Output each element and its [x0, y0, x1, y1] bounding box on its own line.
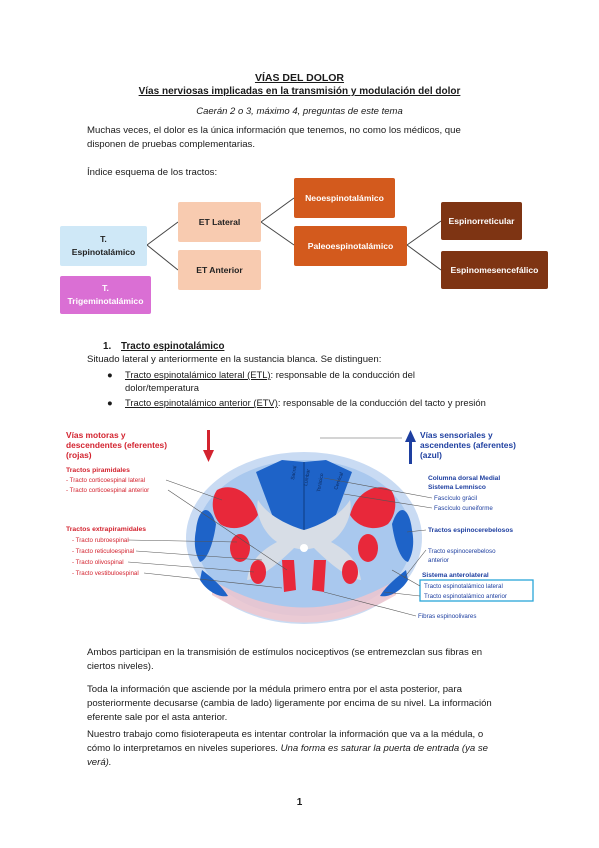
inner-label-cervical: Cervical	[333, 472, 345, 491]
connector-root-anterior	[146, 244, 179, 271]
box-et-lateral: ET Lateral	[178, 202, 261, 242]
pyramidal-item-1: - Tracto corticoespinal lateral	[66, 477, 145, 484]
closing-p3-line1: Nuestro trabajo como fisioterapeuta es i…	[87, 729, 484, 740]
closing-p2-line3: eferente sale por el asta anterior.	[87, 712, 228, 723]
closing-p3-line2-a: cómo lo interpretamos en niveles superio…	[87, 743, 281, 754]
section-number: 1.	[103, 341, 112, 352]
olivary-fibers: Fibras espinoolivares	[418, 613, 476, 620]
left-leader-lines	[127, 479, 288, 589]
extrapyramidal-item-3: - Tracto olivospinal	[72, 559, 124, 566]
connector-lateral-paleo	[260, 221, 295, 246]
left-header-line3: (rojas)	[66, 450, 92, 460]
closing-p3-line3: verá).	[87, 757, 112, 768]
bullet-etv-rest: : responsable de la conducción del tacto…	[277, 397, 486, 408]
exam-note: Caerán 2 o 3, máximo 4, preguntas de est…	[196, 106, 403, 117]
closing-p1-line1: Ambos participan en la transmisión de es…	[87, 647, 483, 658]
pyramidal-item-2: - Tracto corticoespinal anterior	[66, 487, 149, 494]
spinocerebellar-item-line2: anterior	[428, 557, 449, 564]
pyramidal-title: Tractos piramidales	[66, 467, 130, 474]
intro-line-1: Muchas veces, el dolor es la única infor…	[87, 125, 461, 136]
inner-label-sacral: Sacral	[290, 465, 298, 480]
left-header-line1: Vías motoras y	[66, 430, 126, 440]
spinocerebellar-title: Tractos espinocerebelosos	[428, 527, 513, 534]
right-header-line1: Vías sensoriales y	[420, 430, 493, 440]
anterolateral-highlight-box	[419, 579, 534, 602]
bullet-dot-icon: ●	[107, 397, 113, 408]
dorsal-item-1: Fascículo grácil	[434, 495, 477, 502]
anterolateral-item-2: Tracto espinotalámico anterior	[424, 593, 507, 600]
scheme-connectors	[146, 197, 442, 271]
right-header-line2: ascendentes (aferentes)	[420, 440, 516, 450]
bullet-etl-rest-2: dolor/temperatura	[125, 382, 199, 393]
left-header-line2: descendentes (eferentes)	[66, 440, 167, 450]
box-paleoespinotalamico: Paleoespinotalámico	[294, 226, 407, 266]
box-trigeminothalamic-line2: Trigeminotalámico	[67, 296, 144, 306]
bullet-etl: ● Tracto espinotalámico lateral (ETL): r…	[107, 368, 527, 396]
box-neoespinotalamico: Neoespinotalámico	[294, 178, 395, 218]
inner-label-thoracic: Torácico	[316, 473, 325, 493]
connector-lateral-neo	[260, 197, 295, 223]
bullet-etv-term: Tracto espinotalámico anterior (ETV)	[125, 397, 278, 408]
box-espinorreticular: Espinorreticular	[441, 202, 522, 240]
document-title: VÍAS DEL DOLOR	[254, 72, 345, 84]
closing-p1-line2: ciertos niveles).	[87, 661, 154, 672]
box-spinothalamic-line1: T.	[100, 234, 107, 244]
bullet-etl-rest: : responsable de la conducción del	[270, 369, 415, 380]
closing-p3-line2-b: Una forma es saturar la puerta de entrad…	[280, 743, 489, 754]
box-et-anterior: ET Anterior	[178, 250, 261, 290]
dorsal-title-line2: Sistema Lemnisco	[428, 484, 486, 491]
dorsal-item-2: Fascículo cuneiforme	[434, 505, 493, 512]
document-subtitle: Vías nerviosas implicadas en la transmis…	[138, 86, 461, 97]
anterolateral-item-1: Tracto espinotalámico lateral	[424, 583, 503, 590]
box-spinothalamic-line2: Espinotalámico	[71, 247, 136, 257]
box-trigeminothalamic-line1: T.	[102, 283, 109, 293]
connector-paleo-reticular	[406, 220, 442, 246]
section-title: Tracto espinotalámico	[121, 341, 225, 352]
page-number: 1	[296, 797, 303, 808]
box-espinomesencefalico: Espinomesencefálico	[441, 251, 548, 289]
box-spinothalamic: T. Espinotalámico	[60, 226, 147, 266]
closing-p2-line1: Toda la información que asciende por la …	[87, 684, 462, 695]
spinocerebellar-item-line1: Tracto espinocerebeloso	[428, 548, 496, 555]
section-description: Situado lateral y anteriormente en la su…	[87, 354, 382, 365]
descending-arrow-icon	[203, 430, 214, 462]
extrapyramidal-item-2: - Tracto reticuloespinal	[72, 548, 134, 555]
inner-label-lumbar: Lumbar	[303, 468, 312, 486]
bullet-etl-term: Tracto espinotalámico lateral (ETL)	[125, 369, 271, 380]
closing-p3-line2: cómo lo interpretamos en niveles superio…	[87, 742, 517, 756]
index-label: Índice esquema de los tractos:	[87, 167, 218, 178]
anterolateral-title: Sistema anterolateral	[422, 572, 489, 579]
right-leader-lines	[320, 437, 433, 617]
box-trigeminothalamic: T. Trigeminotalámico	[60, 276, 151, 314]
spinal-cord-figure: Vías motoras y descendentes (eferentes) …	[66, 430, 534, 624]
extrapyramidal-item-4: - Tracto vestibuloespinal	[72, 570, 139, 577]
extrapyramidal-item-1: - Tracto rubroespinal	[72, 537, 129, 544]
cord-cross-section: Sacral Lumbar Torácico Cervical	[186, 452, 422, 624]
closing-p2-line2: posteriormente decusarse (cambia de lado…	[87, 698, 492, 709]
section-heading: 1. Tracto espinotalámico	[103, 341, 224, 352]
extrapyramidal-title: Tractos extrapiramidales	[66, 526, 146, 533]
bullet-dot-icon: ●	[107, 369, 113, 380]
ascending-arrow-icon	[405, 430, 416, 464]
right-header-line3: (azul)	[420, 450, 442, 460]
dorsal-title-line1: Columna dorsal Medial	[428, 475, 500, 482]
bullet-etv: ● Tracto espinotalámico anterior (ETV): …	[107, 396, 527, 410]
connector-root-lateral	[146, 221, 179, 246]
connector-paleo-mesencefalico	[406, 244, 442, 271]
intro-line-2: disponen de pruebas complementarias.	[87, 139, 255, 150]
